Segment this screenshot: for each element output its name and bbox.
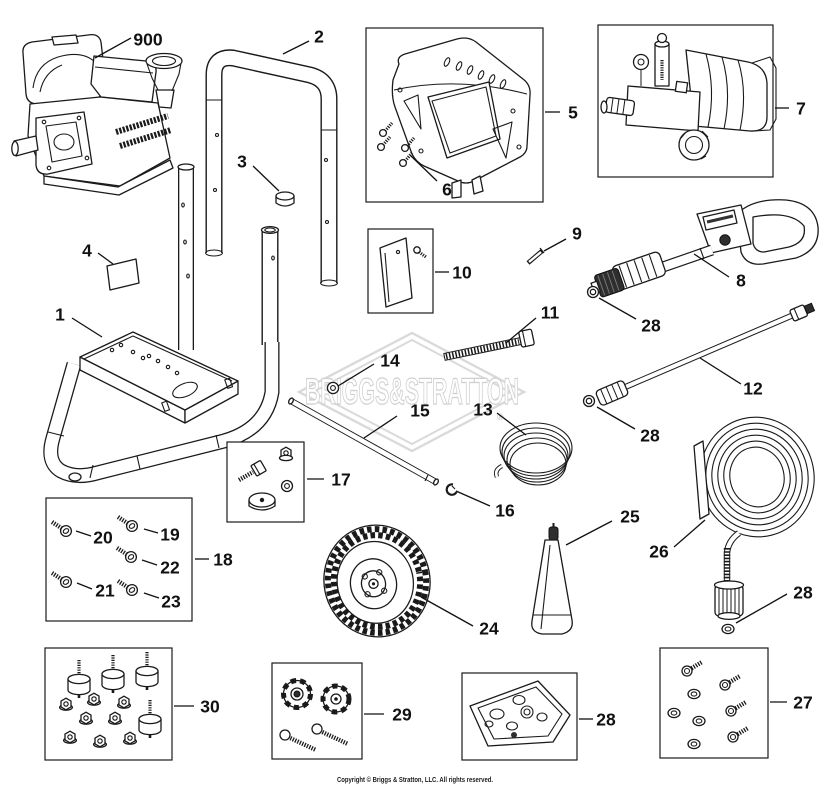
- callout-leader-22: [141, 559, 158, 566]
- callout-label-28c: 28: [793, 583, 813, 603]
- cap-3-illustration: [275, 191, 295, 207]
- callout-leader-20: [75, 530, 92, 537]
- pump-7-illustration: [600, 32, 777, 161]
- callout-label-25: 25: [620, 507, 640, 527]
- clip-16-illustration: [445, 483, 458, 496]
- callout-leader-26: [673, 519, 706, 548]
- o-ring-28a: [586, 285, 600, 299]
- callout-label-26: 26: [649, 542, 669, 562]
- washer-14-illustration: [326, 381, 340, 395]
- watermark-registered-mark: ®: [497, 412, 504, 422]
- callout-label-900: 900: [133, 30, 162, 50]
- callout-label-9: 9: [572, 224, 582, 244]
- briggs-stratton-watermark: BRIGGS&STRATTON ®: [296, 331, 527, 453]
- callout-label-1: 1: [55, 305, 65, 325]
- wand-12-illustration: [595, 302, 816, 406]
- kit-box-27: [659, 647, 769, 759]
- wheel-24-illustration: [323, 524, 431, 638]
- callout-label-3: 3: [237, 152, 247, 172]
- callout-leader-11: [505, 317, 537, 344]
- callout-label-5: 5: [568, 103, 578, 123]
- callout-label-11: 11: [541, 303, 560, 323]
- callout-leader-3: [252, 165, 280, 192]
- spray-gun-8-illustration: [590, 199, 819, 298]
- callout-label-24: 24: [479, 619, 499, 639]
- panel-10-illustration: [379, 237, 427, 308]
- callout-leader-19: [143, 528, 159, 534]
- callout-label-28a: 28: [641, 316, 661, 336]
- pin-9-illustration: [526, 247, 545, 265]
- callout-label-10: 10: [452, 263, 472, 283]
- callout-label-18: 18: [213, 550, 233, 570]
- callout-leader-24: [420, 596, 474, 627]
- callout-leader-2: [282, 40, 310, 55]
- callout-label-21: 21: [95, 581, 115, 601]
- kit-box-29: [271, 662, 363, 760]
- watermark-text: BRIGGS&STRATTON: [305, 371, 519, 412]
- callout-leader-16: [455, 490, 491, 507]
- frame-upright-tubes: [177, 163, 280, 350]
- handle-2-illustration: [205, 49, 338, 287]
- callout-label-28d: 28: [596, 710, 616, 730]
- callout-leader-14: [337, 363, 375, 387]
- o-ring-28b: [582, 394, 596, 408]
- callout-label-14: 14: [380, 351, 400, 371]
- callout-leader-13: [496, 412, 527, 436]
- callout-label-15: 15: [410, 401, 430, 421]
- engine-900-illustration: [11, 34, 183, 196]
- copyright-text: Copyright © Briggs & Stratton, LLC. All …: [337, 776, 493, 784]
- callout-label-27: 27: [793, 693, 812, 713]
- callout-label-30: 30: [200, 697, 220, 717]
- callout-leader-900: [94, 37, 132, 59]
- callout-leader-8: [693, 253, 730, 278]
- callout-label-22: 22: [160, 558, 180, 578]
- frame-1-illustration: [43, 331, 280, 484]
- maintenance-kit-28-illustration: [469, 680, 571, 747]
- callout-leader-23: [143, 592, 160, 599]
- callout-label-2: 2: [314, 27, 324, 47]
- label-4-illustration: [106, 258, 140, 291]
- callout-leader-25: [565, 520, 613, 546]
- callout-label-29: 29: [392, 705, 412, 725]
- callout-label-17: 17: [331, 470, 350, 490]
- callout-label-16: 16: [495, 501, 515, 521]
- callout-leader-9: [543, 238, 567, 252]
- callout-leader-6: [409, 154, 438, 182]
- callout-label-4: 4: [82, 241, 92, 261]
- callout-label-19: 19: [160, 525, 180, 545]
- panel-5-illustration: [391, 37, 531, 199]
- callout-label-20: 20: [93, 528, 113, 548]
- callout-label-6: 6: [442, 180, 452, 200]
- axle-rod-15-illustration: [287, 397, 440, 486]
- kit-box-18: [45, 497, 193, 622]
- callout-leader-1: [71, 317, 103, 338]
- callout-leader-28c: [735, 593, 788, 624]
- bolt-11-illustration: [443, 328, 535, 361]
- callout-label-12: 12: [743, 379, 763, 399]
- knob-kit-29-illustration: [279, 678, 352, 752]
- callout-leader-28b: [596, 406, 636, 430]
- callout-label-7: 7: [796, 99, 806, 119]
- axle-hardware-17-illustration: [237, 446, 294, 511]
- hose-coil-13-illustration: [493, 422, 573, 486]
- callout-label-28b: 28: [640, 426, 660, 446]
- nozzle-tool-25-illustration: [531, 523, 573, 635]
- callout-leader-4: [97, 252, 114, 265]
- callout-leader-12: [699, 357, 742, 385]
- callout-leader-21: [76, 582, 93, 590]
- callout-label-13: 13: [473, 400, 493, 420]
- screws-6-illustration: [376, 121, 416, 168]
- callout-leader-15: [363, 415, 398, 439]
- callout-leader-28a: [598, 297, 637, 320]
- hose-26-illustration: [693, 416, 815, 621]
- callout-label-8: 8: [736, 271, 746, 291]
- o-ring-28c: [721, 623, 735, 635]
- callout-label-23: 23: [161, 592, 181, 612]
